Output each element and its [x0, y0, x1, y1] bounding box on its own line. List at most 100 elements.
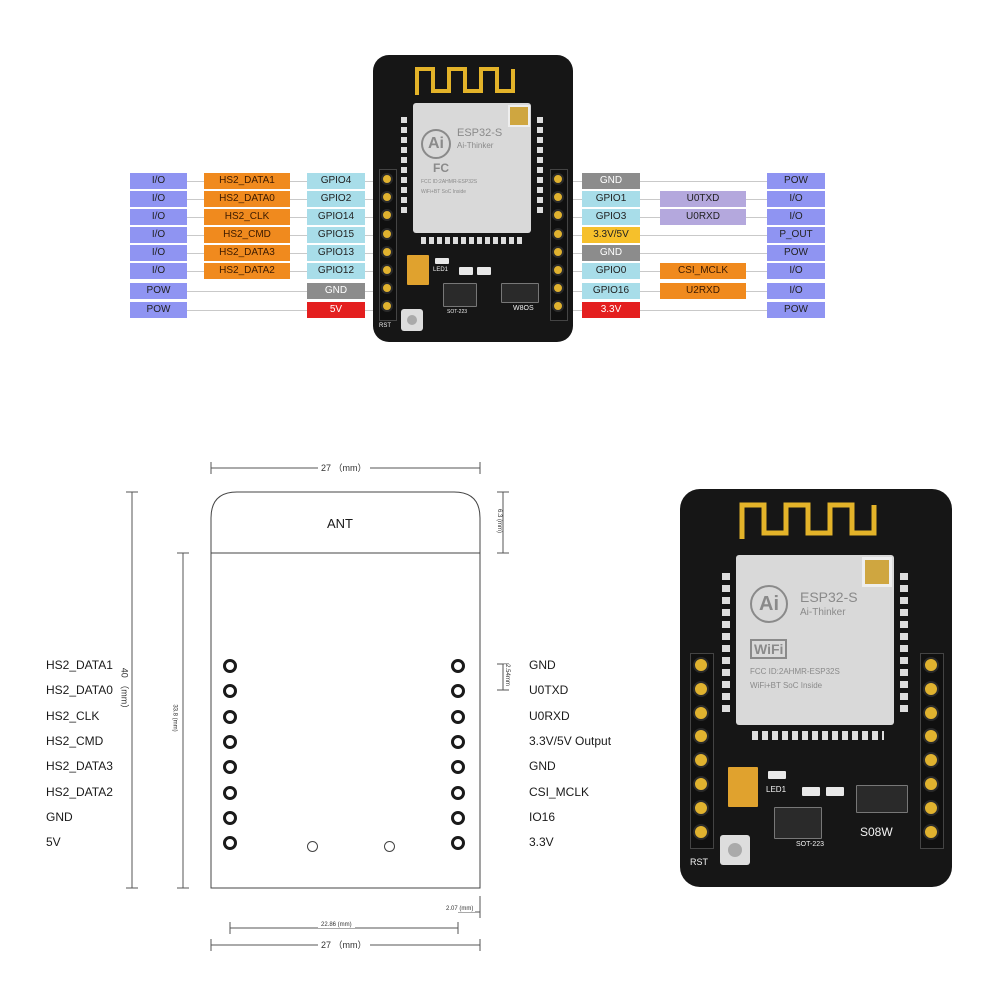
left-gpio-label: GND [307, 283, 365, 299]
left-gpio-label: GPIO12 [307, 263, 365, 279]
reset-button-cap [407, 315, 417, 325]
right-pin-label: GND [529, 658, 556, 672]
right-header-hole [451, 785, 465, 800]
fc-mark: FC [433, 161, 449, 175]
module-bottom-pads [421, 237, 525, 244]
photo-module-logo: Ai [750, 585, 788, 623]
photo-antenna-trace [739, 502, 877, 539]
pin-span-label: 22.86 (mm) [318, 922, 355, 928]
photo-flash-chip [856, 785, 908, 813]
photo-smd-part-2 [826, 787, 844, 796]
ant-height-label: 6.3 (mm) [496, 509, 502, 533]
right-type-label: I/O [767, 283, 825, 299]
right-pin-label: GND [529, 759, 556, 774]
led-label: LED1 [433, 267, 449, 273]
regulator [443, 283, 477, 307]
photo-right-header-pad [923, 657, 939, 673]
left-header-pad [381, 227, 393, 240]
edge-offset-label: 2.07 (mm) [444, 906, 476, 912]
module-right-pads [537, 117, 543, 217]
left-header-hole [223, 810, 237, 825]
left-header-pad [381, 264, 393, 276]
left-type-label: I/O [130, 227, 187, 243]
left-header-pad [381, 209, 393, 222]
reset-button[interactable] [401, 309, 423, 331]
left-pin-label: HS2_CLK [46, 708, 100, 723]
right-gpio-label: GND [582, 245, 640, 261]
height-label: 40 （mm） [118, 667, 132, 714]
right-func-label: U2RXD [660, 283, 746, 299]
left-func-label: HS2_DATA3 [204, 245, 290, 261]
width-top-label: 27 （mm） [318, 461, 370, 474]
left-header-hole [223, 659, 237, 673]
left-header-pad [381, 300, 393, 313]
smd-part-1 [459, 267, 473, 275]
pin-wire [572, 253, 768, 254]
photo-right-header-pad [923, 704, 939, 721]
pin-wire [572, 235, 768, 236]
photo-module-fcc: FCC ID:2AHMR-ESP32S [750, 667, 840, 676]
photo-rst-label: RST [690, 857, 708, 867]
photo-left-header-pad [693, 752, 709, 769]
pin-wire [187, 310, 377, 311]
photo-right-header-pad [923, 680, 939, 697]
left-gpio-label: GPIO13 [307, 245, 365, 261]
left-header-hole [223, 836, 237, 851]
photo-smd-part-1 [802, 787, 820, 796]
left-func-label: HS2_DATA1 [204, 173, 290, 189]
photo-left-header-pad [693, 704, 709, 721]
left-gpio-label: GPIO2 [307, 191, 365, 207]
ipex-connector [508, 105, 530, 127]
right-header-pad [552, 173, 564, 185]
right-pin-label: 3.3V/5V Output [529, 733, 612, 748]
photo-right-header-pad [923, 799, 939, 816]
pin-wire [187, 291, 377, 292]
module-fcc: FCC ID:2AHMR-ESP32S [421, 179, 478, 185]
photo-left-header-pad [693, 728, 709, 745]
sot-label: SOT-223 [447, 309, 468, 315]
pin-wire [572, 310, 768, 311]
left-type-label: I/O [130, 191, 187, 207]
left-pin-label: GND [46, 809, 73, 824]
module-logo: Ai [421, 129, 451, 159]
right-header-hole [451, 734, 465, 749]
photo-module-right-pads [900, 573, 908, 713]
rst-label: RST [379, 323, 391, 329]
left-header-pad [381, 191, 393, 204]
pin-wire [572, 181, 768, 182]
photo-left-header-pad [693, 776, 709, 792]
left-pin-label: HS2_CMD [46, 733, 104, 748]
left-pin-label: HS2_DATA0 [46, 683, 113, 698]
right-header-hole [451, 659, 465, 673]
right-type-label: I/O [767, 263, 825, 279]
right-func-label: U0TXD [660, 191, 746, 207]
photo-reset-button[interactable] [720, 835, 750, 865]
left-type-label: I/O [130, 245, 187, 261]
left-type-label: I/O [130, 209, 187, 225]
right-func-label: CSI_MCLK [660, 263, 746, 279]
ant-label: ANT [327, 516, 353, 531]
flash-label: W8OS [513, 305, 534, 312]
left-type-label: I/O [130, 173, 187, 189]
flash-chip [501, 283, 539, 303]
photo-sot-label: SOT-223 [796, 841, 825, 848]
right-header-pad [552, 282, 564, 295]
photo-led [768, 771, 786, 779]
photo-module-bottom-pads [752, 731, 884, 740]
right-header-pad [552, 191, 564, 204]
photo-flash-label: S08W [860, 825, 893, 839]
photo-module-sub: Ai-Thinker [800, 607, 846, 618]
left-func-label: HS2_DATA0 [204, 191, 290, 207]
right-header-pad [552, 245, 564, 258]
left-gpio-label: 5V [307, 302, 365, 318]
right-header-hole [451, 684, 465, 699]
left-header-hole [223, 760, 237, 775]
left-pin-label: HS2_DATA3 [46, 759, 113, 774]
photo-tantalum-cap [728, 767, 758, 807]
right-header-pad [552, 227, 564, 240]
right-header-pad [552, 264, 564, 276]
left-type-label: POW [130, 302, 187, 318]
left-header-pad [381, 245, 393, 258]
right-type-label: P_OUT [767, 227, 825, 243]
width-bottom-label: 27 （mm） [318, 938, 370, 951]
